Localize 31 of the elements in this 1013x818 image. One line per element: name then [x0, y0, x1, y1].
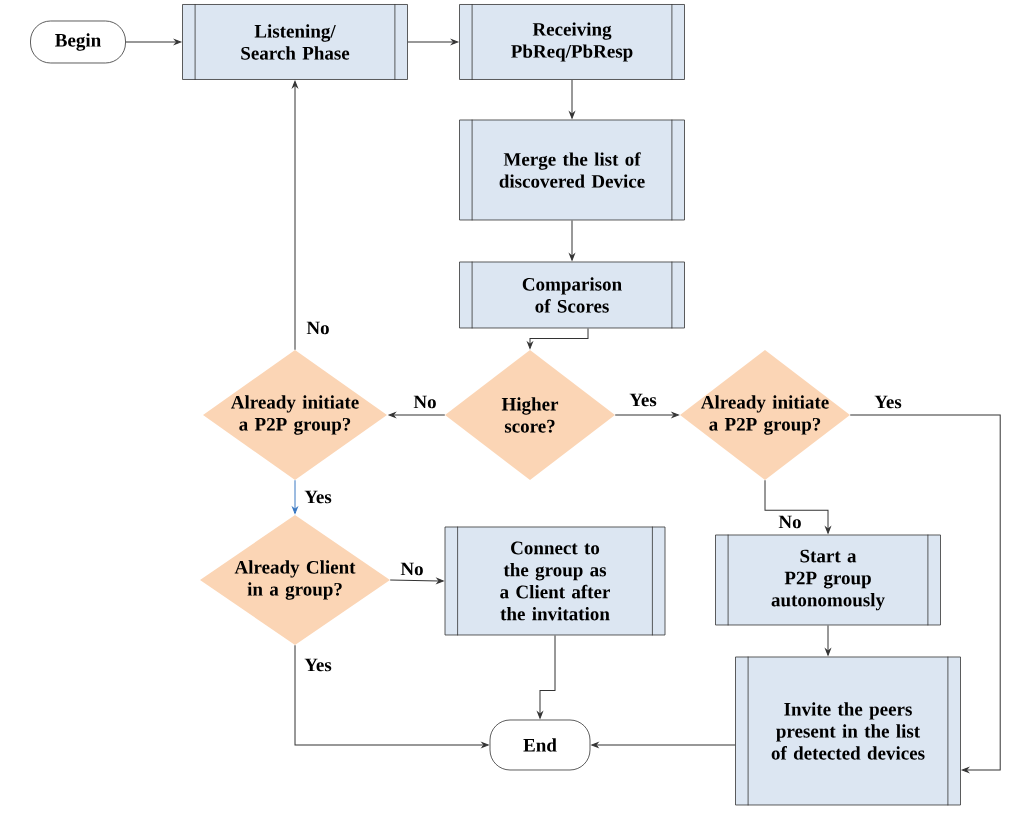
arrow: [849, 414, 1001, 773]
process-box: Receiving PbReq/PbResp: [459, 3, 685, 81]
arrow: [292, 80, 298, 351]
edge-label: No: [412, 394, 438, 410]
process-box: Invite the peers present in the list of detected devices: [735, 656, 961, 806]
arrow: [294, 644, 489, 748]
arrow: [569, 79, 575, 119]
arrow: [614, 412, 679, 418]
edge-label: Yes: [303, 489, 333, 505]
arrow: [389, 578, 444, 584]
edge-label: No: [777, 514, 803, 530]
process-box: Merge the list of discovered Device: [459, 119, 685, 221]
arrow: [292, 479, 298, 514]
edge-label: Yes: [873, 394, 903, 410]
process-box: Listening/ Search Phase: [182, 3, 408, 81]
arrow: [125, 39, 182, 45]
arrow: [764, 479, 831, 534]
arrow: [527, 327, 589, 349]
arrow: [388, 412, 446, 418]
arrow: [537, 634, 556, 719]
arrow: [569, 219, 575, 261]
process-box: Comparison of Scores: [459, 261, 685, 329]
arrow: [407, 39, 459, 45]
arrow: [591, 742, 736, 748]
process-box: Start a P2P group autonomously: [715, 534, 941, 626]
edge-label: Yes: [628, 392, 658, 408]
arrow: [825, 624, 831, 656]
edge-label: Yes: [303, 657, 333, 673]
process-box: Connect to the group as a Client after the invitation: [444, 526, 666, 636]
edge-label: No: [305, 320, 331, 336]
edge-label: No: [399, 561, 425, 577]
